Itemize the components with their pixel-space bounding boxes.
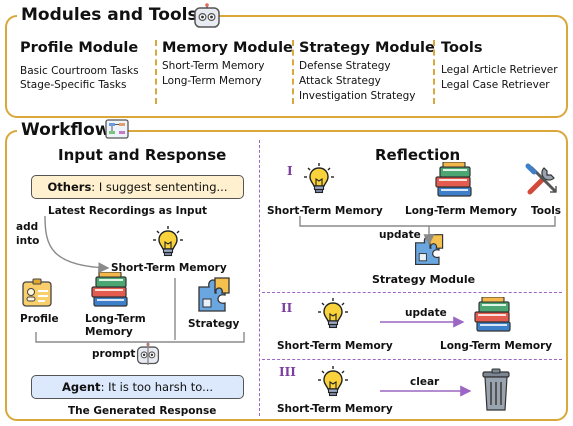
tools-item: Legal Article Retriever: [441, 64, 558, 76]
ltm-label-line2: Memory: [85, 326, 133, 338]
strategy-module-item: Defense Strategy: [299, 60, 391, 72]
strategy-module-heading: Strategy Module: [299, 40, 435, 56]
module-divider: [155, 40, 157, 104]
lightbulb-icon: [304, 163, 334, 194]
strategy-label: Strategy: [188, 318, 240, 330]
lightbulb-icon: [153, 226, 183, 257]
tools-heading: Tools: [441, 40, 483, 56]
profile-module-item: Stage-Specific Tasks: [20, 79, 127, 91]
workflow-icon: [105, 119, 129, 139]
agent-message: : It is too harsh to...: [100, 380, 214, 394]
books-icon: [435, 162, 472, 197]
tools-icon: [525, 163, 557, 195]
puzzle-icon: [198, 277, 230, 312]
latest-recordings-label: Latest Recordings as Input: [48, 205, 208, 217]
tools-item: Legal Case Retriever: [441, 79, 550, 91]
reflection-divider: [262, 292, 562, 293]
profile-card-icon: [22, 278, 52, 307]
step-1-update-label: update: [379, 229, 421, 241]
add-into-label-into: into: [16, 235, 40, 247]
reflection-tools-label: Tools: [531, 205, 562, 217]
memory-module-heading: Memory Module: [162, 40, 293, 56]
memory-module-item: Long-Term Memory: [162, 75, 262, 87]
workflow-divider: [259, 140, 260, 416]
profile-label: Profile: [20, 313, 59, 325]
robot-icon: [194, 3, 220, 28]
step-1-numeral: I: [287, 164, 293, 178]
memory-module-item: Short-Term Memory: [162, 60, 265, 72]
others-message-box: Others: I suggest sententing...: [31, 175, 244, 199]
step-2-numeral: II: [281, 301, 293, 315]
step-2-stm-label: Short-Term Memory: [277, 340, 393, 352]
modules-panel-title: Modules and Tools: [17, 5, 202, 25]
step-3-stm-label: Short-Term Memory: [277, 403, 393, 415]
module-divider: [292, 40, 294, 104]
reflection-divider: [262, 359, 562, 360]
reflection-strategy-module-label: Strategy Module: [372, 273, 476, 286]
agent-speaker: Agent: [61, 380, 101, 394]
books-icon: [474, 297, 511, 332]
module-divider: [433, 40, 435, 104]
step-2-update-label: update: [405, 307, 447, 319]
lightbulb-icon: [318, 298, 348, 329]
workflow-panel-title: Workflow: [17, 120, 115, 140]
stm-label: Short-Term Memory: [111, 262, 227, 274]
others-speaker: Others: [47, 180, 92, 194]
reflection-ltm-label: Long-Term Memory: [405, 205, 518, 217]
lightbulb-icon: [318, 366, 348, 397]
books-icon: [91, 272, 128, 307]
step-3-clear-label: clear: [410, 376, 440, 388]
step-2-ltm-label: Long-Term Memory: [440, 340, 553, 352]
agent-message-box: Agent: It is too harsh to...: [31, 375, 244, 399]
add-into-label-add: add: [16, 221, 39, 233]
profile-module-heading: Profile Module: [20, 40, 139, 56]
step-3-numeral: III: [279, 365, 296, 379]
prompt-label: prompt: [92, 348, 136, 360]
reflection-stm-label: Short-Term Memory: [267, 205, 383, 217]
reflection-title: Reflection: [375, 146, 461, 164]
profile-module-item: Basic Courtroom Tasks: [20, 65, 139, 77]
trash-icon: [482, 368, 510, 411]
generated-response-label: The Generated Response: [68, 405, 217, 417]
modules-panel: [5, 15, 568, 118]
others-message: : I suggest sententing...: [91, 180, 228, 194]
strategy-module-item: Investigation Strategy: [299, 90, 416, 102]
strategy-module-item: Attack Strategy: [299, 75, 381, 87]
ltm-label-line1: Long-Term: [85, 313, 146, 325]
input-response-title: Input and Response: [58, 146, 227, 164]
